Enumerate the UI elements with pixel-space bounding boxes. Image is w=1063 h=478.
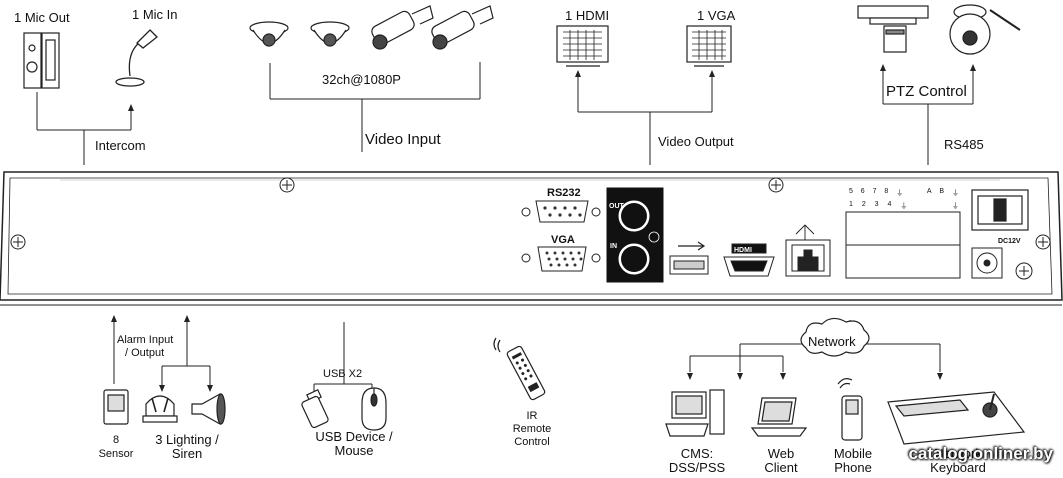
bullet-camera-icon (371, 5, 434, 50)
alarm-label-line2: / Output (125, 347, 165, 359)
usb-x2-label: USB X2 (323, 368, 363, 380)
web-label-line1: Web (767, 446, 795, 461)
rs232-port (521, 200, 601, 223)
terminal-label: A (926, 188, 932, 195)
intercom-lines (36, 92, 134, 165)
bullet-camera-icon (431, 5, 494, 50)
usb-device-label-line2: Mouse (334, 443, 374, 458)
terminal-labels-top: 5 6 7 8 ⏚ A B ⏚ (849, 188, 959, 198)
dome-camera-icon (249, 21, 289, 47)
ir-label-line2: Remote (512, 423, 552, 435)
ptz-mount-camera-icon (857, 5, 929, 53)
hdmi-output-label: 1 HDMI (565, 8, 610, 23)
vga-port (521, 246, 601, 272)
lighting-label-line1: 3 Lighting / (155, 432, 219, 447)
usb-device-label-line1: USB Device / (315, 429, 393, 444)
mobile-label-line2: Phone (834, 460, 872, 475)
terminal-label: ⏚ (951, 190, 959, 197)
terminal-label: 7 (872, 188, 877, 195)
lighting-label-line2: Siren (171, 446, 203, 461)
rs485-label: RS485 (944, 137, 984, 152)
hdmi-monitor-icon (556, 25, 609, 67)
screw-icon (10, 177, 1051, 250)
usb-lines (313, 322, 373, 395)
alarm-lines (111, 315, 213, 392)
intercom-label: Intercom (95, 138, 146, 153)
keyboard-label-line1: Network (934, 446, 982, 461)
terminal-label: 3 (874, 201, 879, 208)
mic-label: MIC (625, 188, 642, 198)
usb-port (669, 241, 709, 275)
microphone-icon (115, 29, 158, 87)
dome-camera-icon (310, 21, 350, 47)
siren-icon (191, 392, 226, 426)
ptz-control-label: PTZ Control (886, 83, 967, 100)
video-input-label: Video Input (365, 131, 441, 148)
terminal-label: 4 (887, 201, 892, 208)
rs232-port-label: RS232 (547, 187, 581, 199)
mobile-label-line1: Mobile (833, 446, 873, 461)
alarm-label-line1: Alarm Input (117, 334, 174, 346)
network-keyboard-icon (887, 391, 1026, 445)
alarm-sensor-icon (103, 389, 129, 425)
terminal-label: 8 (884, 188, 889, 195)
power-switch (971, 189, 1029, 231)
network-label: Network (808, 334, 856, 349)
mic-in-label: 1 Mic In (132, 7, 178, 22)
keyboard-label-line2: Keyboard (930, 460, 986, 475)
mobile-phone-icon (837, 378, 863, 441)
terminal-label: 6 (860, 188, 865, 195)
ir-label-line1: IR (526, 410, 538, 422)
cms-label-line2: DSS/PSS (668, 460, 726, 475)
ground-screw-icon (1015, 262, 1033, 280)
warning-light-icon (142, 395, 178, 423)
terminal-label: B (939, 188, 945, 195)
terminal-label: ⏚ (900, 203, 908, 210)
lan-port (785, 224, 831, 277)
network-cloud-icon (800, 317, 870, 357)
terminal-labels-bottom: 1 2 3 4 ⏚ ⏚ (849, 201, 959, 211)
video-input-lines (269, 62, 481, 152)
cameras-label: 32ch@1080P (322, 72, 401, 87)
sensor-label-line2: Sensor (98, 448, 134, 460)
mic-out-port-label: OUT (609, 203, 624, 210)
terminal-label: 5 (849, 188, 853, 195)
vga-monitor-icon (686, 25, 732, 67)
terminal-label: ⏚ (896, 190, 904, 197)
pc-workstation-icon (665, 389, 725, 437)
usb-stick-icon (301, 389, 329, 429)
ir-remote-icon (493, 337, 546, 401)
terminal-label: 2 (861, 201, 866, 208)
vga-output-label: 1 VGA (697, 8, 736, 23)
mic-out-label: 1 Mic Out (14, 10, 70, 25)
vga-port-label: VGA (551, 234, 575, 246)
dc-power-label: DC12V (998, 238, 1021, 245)
mouse-icon (361, 387, 387, 431)
hdmi-logo: HDMI (734, 247, 752, 254)
alarm-terminal-block (845, 211, 961, 279)
watermark: catalog.onliner.by (908, 444, 1053, 463)
mic-in-port-label: IN (610, 243, 617, 250)
ptz-lines (880, 64, 976, 165)
ir-label-line3: Control (514, 436, 550, 448)
laptop-icon (750, 397, 808, 437)
terminal-label: 1 (849, 201, 853, 208)
video-output-label: Video Output (658, 134, 734, 149)
sensor-label-line1: 8 (112, 434, 120, 446)
ptz-dome-camera-icon (949, 4, 1021, 55)
dc-power-port (971, 247, 1003, 279)
hdmi-port (723, 243, 775, 277)
web-label-line2: Client (764, 460, 798, 475)
cms-label-line1: CMS: (680, 446, 714, 461)
video-output-lines (575, 70, 715, 165)
mic-audio-ports (606, 187, 664, 283)
terminal-label: ⏚ (951, 203, 959, 210)
speaker-icon (23, 32, 60, 89)
